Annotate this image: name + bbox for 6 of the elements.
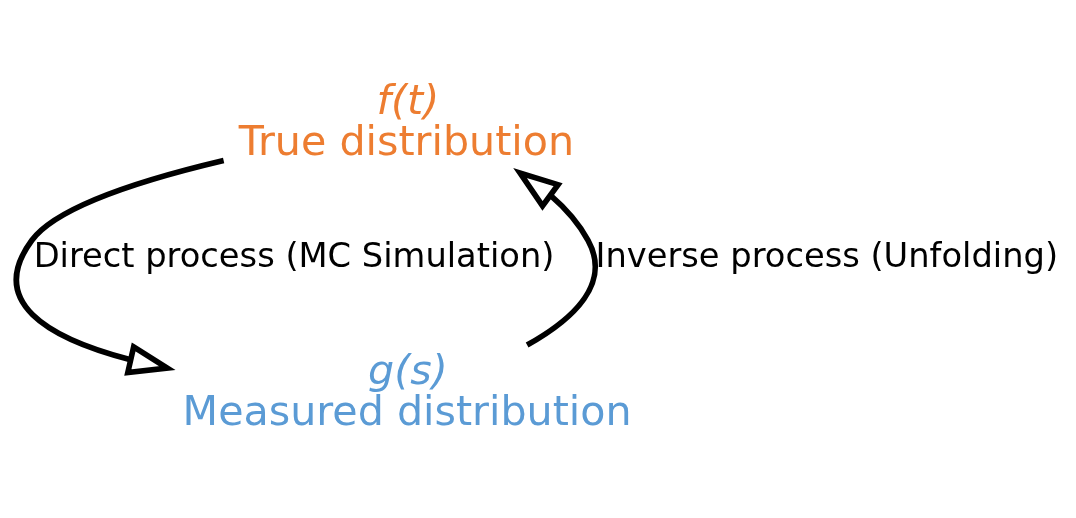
edge-label: Inverse process (Unfolding): [595, 236, 1059, 276]
arrow: [513, 168, 598, 348]
edge-label: Direct process (MC Simulation): [33, 236, 555, 276]
node-text: g(s) Measured distribution: [182, 345, 632, 435]
arrow: [13, 157, 225, 376]
node-text: f(t) True distribution: [238, 76, 575, 166]
